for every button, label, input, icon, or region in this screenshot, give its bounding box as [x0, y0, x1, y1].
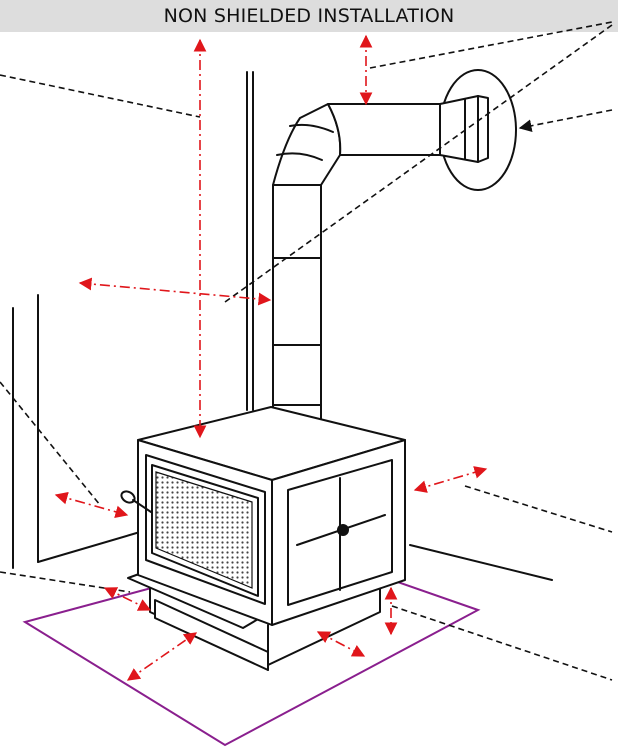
- title-banner: NON SHIELDED INSTALLATION: [0, 0, 618, 32]
- side-wall: [12, 294, 141, 569]
- leader-lines: [0, 21, 613, 681]
- wall-thimble: [439, 69, 517, 191]
- wood-stove: [127, 406, 406, 671]
- clearance-arrows: [54, 34, 488, 681]
- flue-pipe: [272, 103, 443, 433]
- rear-wall: [246, 71, 553, 581]
- diagram-title: NON SHIELDED INSTALLATION: [163, 5, 455, 27]
